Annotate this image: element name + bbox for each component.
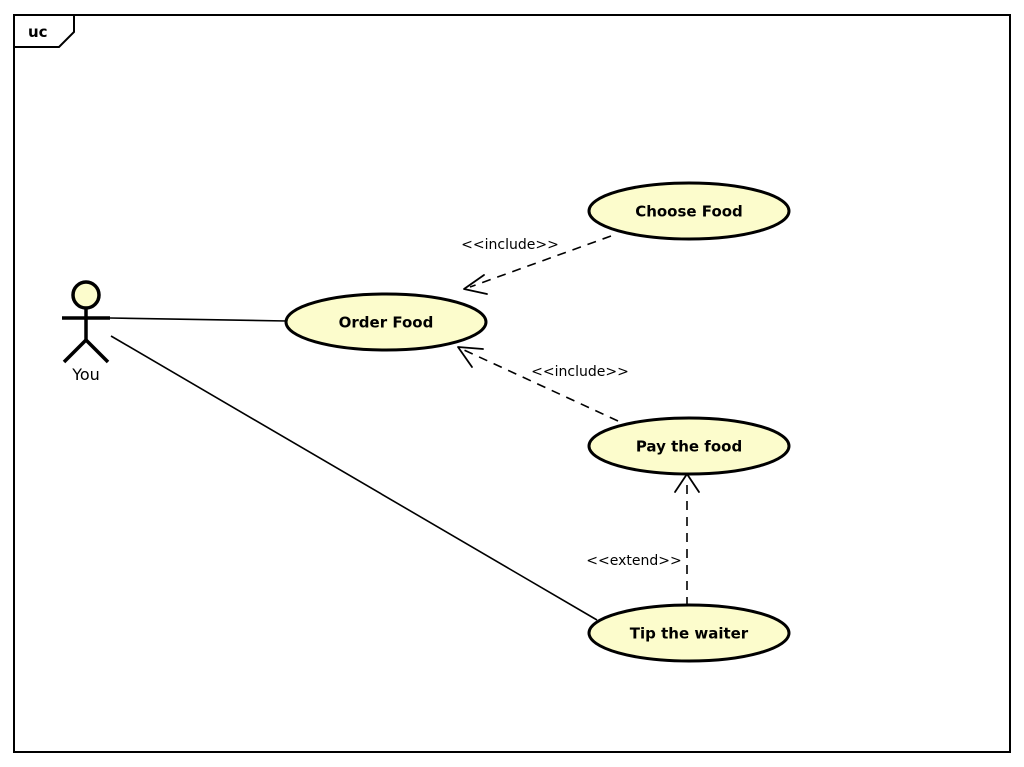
frame-label: uc — [28, 23, 48, 41]
frame-label-tab — [13, 14, 75, 48]
use-case-group: Choose Food Order Food Pay the food Tip … — [284, 181, 791, 663]
use-case-label: Choose Food — [635, 203, 743, 221]
actor-you[interactable]: You — [62, 280, 110, 384]
include-line-2 — [463, 349, 619, 422]
actor-leg-left — [62, 338, 88, 364]
use-case-choose-food[interactable]: Choose Food — [587, 181, 791, 241]
include-line-1 — [469, 235, 612, 288]
use-case-pay-the-food[interactable]: Pay the food — [587, 416, 791, 476]
actor-head-icon — [71, 280, 101, 310]
include-stereotype-label-1: <<include>> — [461, 237, 559, 253]
frame-border — [13, 14, 1011, 753]
association-group — [109, 317, 598, 621]
association-you-to-tip-the-waiter[interactable] — [110, 335, 598, 621]
extend-stereotype-label: <<extend>> — [586, 553, 681, 569]
use-case-order-food[interactable]: Order Food — [284, 292, 488, 352]
use-case-ellipse — [284, 292, 488, 352]
association-you-to-order-food[interactable] — [109, 317, 288, 322]
diagram-frame: uc — [13, 14, 1011, 753]
actor-label: You — [71, 365, 100, 384]
use-case-label: Order Food — [339, 314, 434, 332]
use-case-label: Tip the waiter — [630, 625, 749, 643]
include-arrowhead-1 — [463, 274, 488, 295]
use-case-ellipse — [587, 603, 791, 663]
include-stereotype-label-2: <<include>> — [531, 364, 629, 380]
use-case-label: Pay the food — [636, 438, 742, 456]
use-case-ellipse — [587, 416, 791, 476]
include-arrowhead-2 — [457, 346, 484, 368]
dependency-group: Order Food --> <<include>> Order Food --… — [457, 235, 700, 606]
dependency-pay-the-food-include-order-food[interactable]: <<include>> — [457, 346, 629, 422]
use-case-ellipse — [587, 181, 791, 241]
use-case-tip-the-waiter[interactable]: Tip the waiter — [587, 603, 791, 663]
actor-leg-right — [84, 338, 110, 364]
dependency-choose-food-include-order-food[interactable]: <<include>> — [461, 235, 612, 295]
